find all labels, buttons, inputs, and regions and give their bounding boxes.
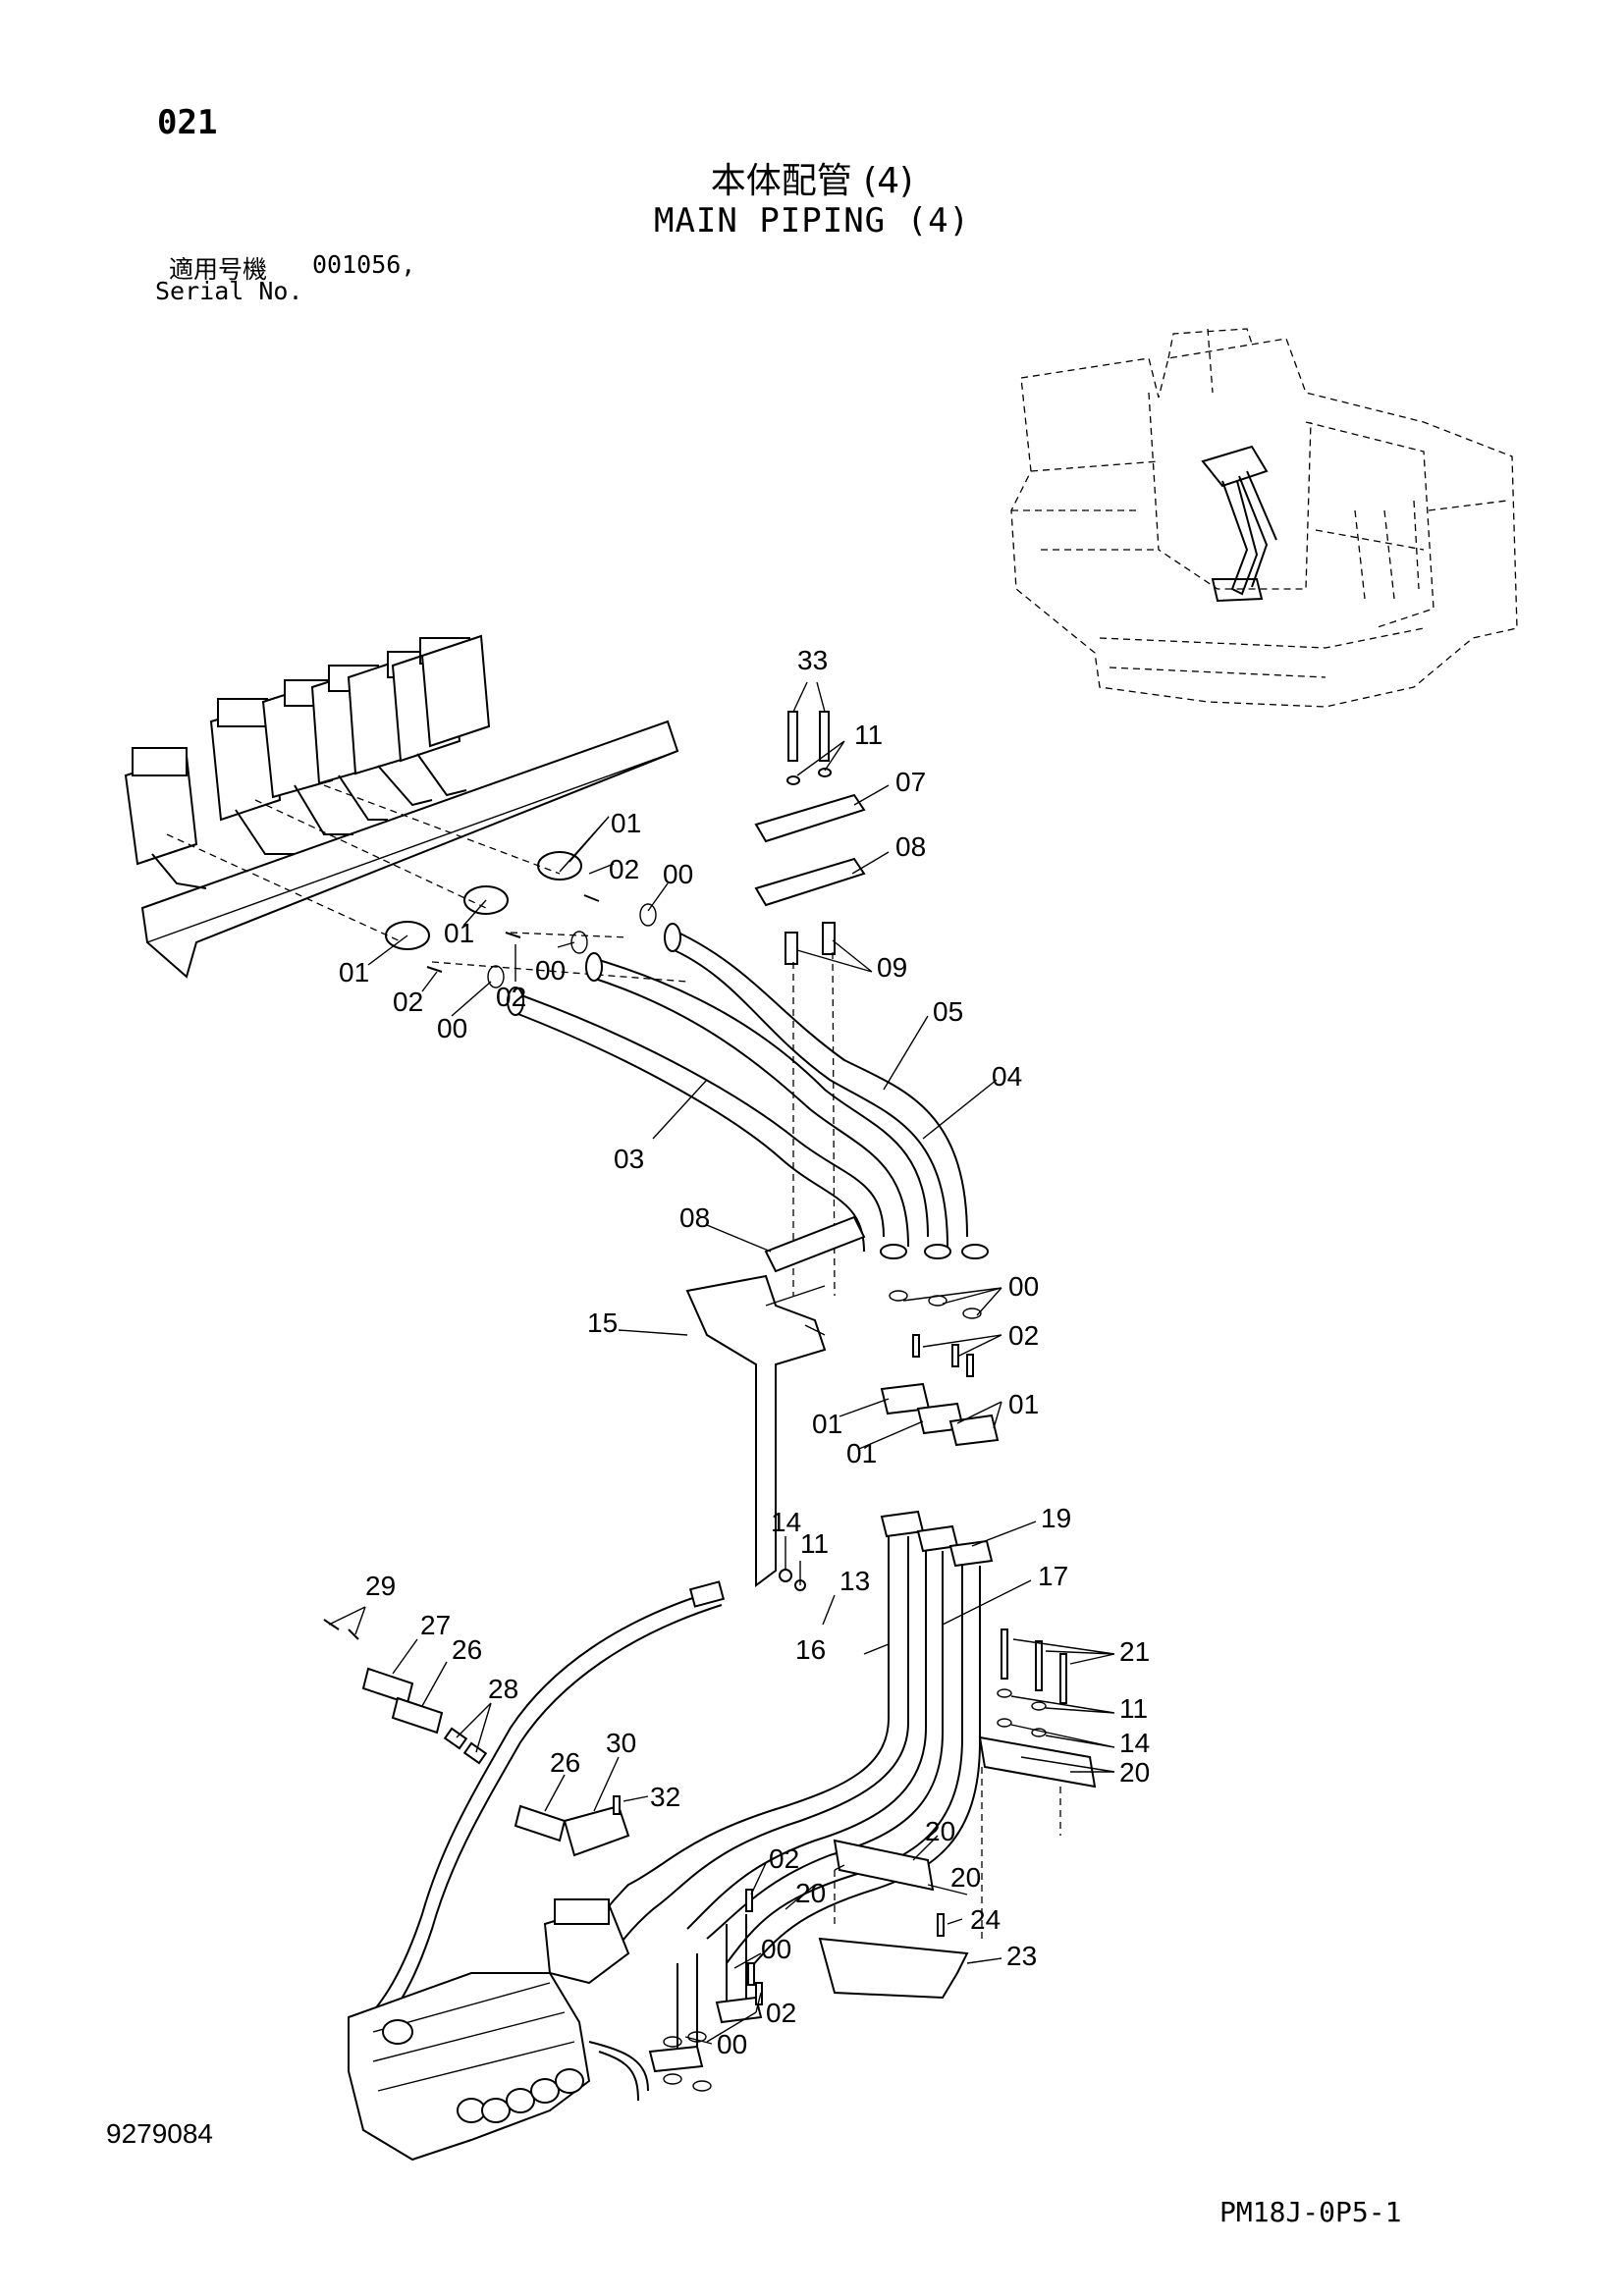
callout: 23 xyxy=(1006,1941,1037,1971)
callout: 00 xyxy=(535,955,566,986)
callout: 19 xyxy=(1041,1503,1071,1533)
page-number: 021 xyxy=(157,103,218,142)
machine-overview-illustration xyxy=(1010,328,1518,708)
callout: 00 xyxy=(1008,1271,1039,1302)
pipe-set-16-17-19 xyxy=(559,1510,994,2073)
callout: 32 xyxy=(650,1782,680,1812)
valve-rail-assembly xyxy=(124,634,679,979)
callout: 09 xyxy=(877,952,907,983)
document-number: 9279084 xyxy=(106,2118,214,2149)
callout: 11 xyxy=(1119,1693,1148,1724)
callout: 20 xyxy=(950,1862,981,1893)
callout: 24 xyxy=(970,1904,1001,1935)
callout: 26 xyxy=(452,1634,482,1665)
page-title-japanese: 本体配管 (4) xyxy=(710,161,914,201)
callout: 14 xyxy=(771,1507,801,1537)
callout: 33 xyxy=(797,645,828,675)
lower-orings-and-bolts xyxy=(663,1889,763,2092)
callout: 30 xyxy=(606,1728,636,1758)
callout: 01 xyxy=(611,808,641,838)
callout: 03 xyxy=(614,1144,644,1174)
callout: 02 xyxy=(609,854,639,884)
callout: 01 xyxy=(444,918,474,948)
callout: 27 xyxy=(420,1610,451,1640)
callout: 16 xyxy=(795,1634,826,1665)
callout: 05 xyxy=(933,996,963,1027)
callout: 20 xyxy=(1119,1757,1150,1788)
page-title-english: MAIN PIPING (4) xyxy=(653,201,971,240)
serial-label-english: Serial No. xyxy=(155,277,303,305)
hose-and-bracket-set-left xyxy=(323,1580,726,2033)
bracket-15-and-clamp-08 xyxy=(685,1215,866,1591)
callout-leader-lines xyxy=(328,681,1115,2045)
callout: 14 xyxy=(1119,1728,1150,1758)
callout: 04 xyxy=(992,1061,1022,1092)
callout: 08 xyxy=(895,831,926,862)
callout: 11 xyxy=(854,720,883,750)
callout: 13 xyxy=(839,1566,870,1596)
callout: 02 xyxy=(496,982,526,1012)
callout: 02 xyxy=(766,1998,796,2028)
callout: 00 xyxy=(437,1013,467,1043)
split-flange-set-middle xyxy=(880,1290,1000,1447)
callout: 00 xyxy=(663,859,693,889)
callout: 11 xyxy=(800,1528,829,1559)
callout: 29 xyxy=(365,1571,396,1601)
callout: 00 xyxy=(717,2029,747,2059)
callout: 02 xyxy=(1008,1320,1039,1351)
callout: 02 xyxy=(769,1843,799,1874)
callout: 20 xyxy=(925,1816,955,1846)
callout: 02 xyxy=(393,987,423,1017)
serial-value: 001056, xyxy=(312,250,416,279)
callout: 01 xyxy=(1008,1389,1039,1419)
callout: 15 xyxy=(587,1308,618,1338)
callout-numbers: 33 11 07 08 09 05 04 03 08 01 02 00 01 0… xyxy=(339,645,1150,2059)
callout: 00 xyxy=(761,1934,791,1964)
hose-bundle-03-04-05 xyxy=(507,923,989,1259)
callout: 01 xyxy=(846,1438,877,1468)
clamp-set-20-21 xyxy=(818,1629,1097,2000)
upper-clamp-set xyxy=(754,711,866,1297)
main-control-valve-bottom xyxy=(348,1898,649,2162)
callout: 07 xyxy=(895,767,926,797)
callout: 01 xyxy=(339,957,369,988)
callout: 26 xyxy=(550,1747,580,1778)
reference-code: PM18J-0P5-1 xyxy=(1219,2196,1402,2228)
callout: 28 xyxy=(488,1674,518,1704)
callout: 20 xyxy=(795,1878,826,1908)
serial-label-japanese: 適用号機 xyxy=(169,255,268,284)
callout: 08 xyxy=(679,1202,710,1233)
split-flange-set-upper xyxy=(166,784,688,988)
callout: 01 xyxy=(812,1409,842,1439)
callout: 17 xyxy=(1038,1561,1068,1591)
callout: 21 xyxy=(1119,1636,1150,1667)
